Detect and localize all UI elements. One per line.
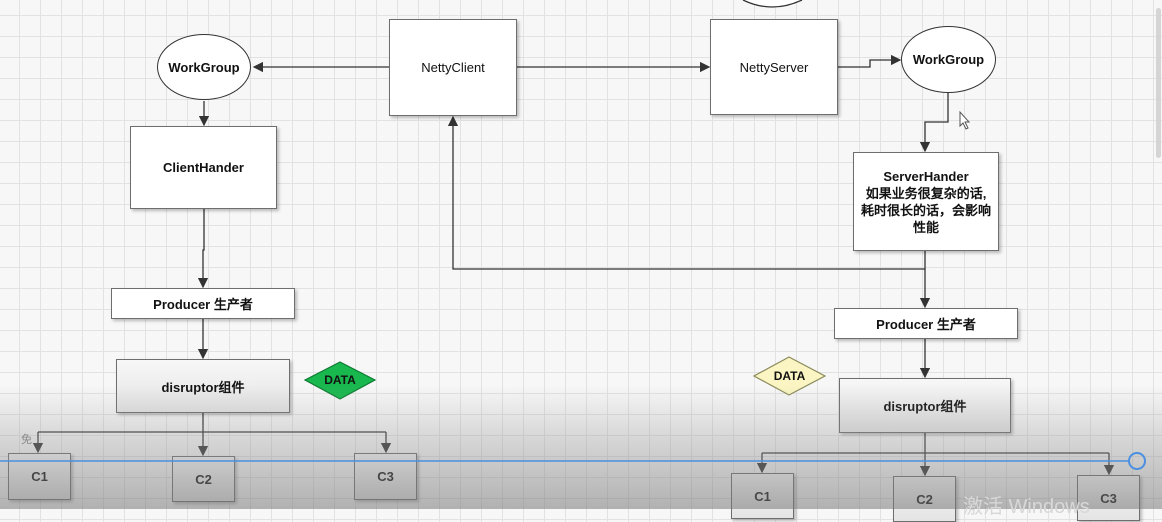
server-disruptor-node: disruptor组件 <box>839 378 1011 433</box>
server-producer-node: Producer 生产者 <box>834 308 1018 339</box>
server-hander-note-line-3: 性能 <box>912 219 939 235</box>
vertical-scrollbar[interactable] <box>1156 8 1161 158</box>
small-glyph: 免 <box>21 434 32 446</box>
server-consumer-c1: C1 <box>731 473 794 519</box>
client-consumer-c3: C3 <box>354 453 417 500</box>
client-producer-node: Producer 生产者 <box>111 288 295 319</box>
client-consumer-c1: C1 <box>8 453 71 500</box>
data-badge-green: DATA <box>324 373 356 387</box>
client-consumer-c2: C2 <box>172 456 235 502</box>
edge-server-to-workgroup <box>838 54 902 68</box>
client-workgroup-node: WorkGroup <box>157 34 251 100</box>
edge-workgroup-to-serverhander <box>919 93 949 153</box>
data-badge-yellow: DATA <box>773 369 806 383</box>
activation-watermark: 激活 Windows <box>963 496 1090 518</box>
server-hander-title: ServerHander <box>883 168 969 184</box>
server-hander-note-line-1: 如果业务很复杂的话, <box>865 185 987 201</box>
server-hander-note-line-2: 耗时很长的话，会影响 <box>860 202 991 218</box>
edge-serverhander-to-client <box>447 115 926 270</box>
server-workgroup-node: WorkGroup <box>901 26 996 93</box>
client-hander-node: ClientHander <box>130 126 277 209</box>
mouse-cursor-icon <box>959 110 971 130</box>
netty-client-node: NettyClient <box>389 19 517 116</box>
netty-server-node: NettyServer <box>710 19 838 115</box>
server-hander-node: ServerHander 如果业务很复杂的话, 耗时很长的话，会影响 性能 <box>853 152 999 251</box>
connector-layer <box>32 0 1115 477</box>
partial-top-shape <box>742 0 803 8</box>
edge-clienthander-to-producer <box>197 209 209 289</box>
server-consumer-c2: C2 <box>893 476 956 522</box>
client-disruptor-node: disruptor组件 <box>116 359 290 413</box>
